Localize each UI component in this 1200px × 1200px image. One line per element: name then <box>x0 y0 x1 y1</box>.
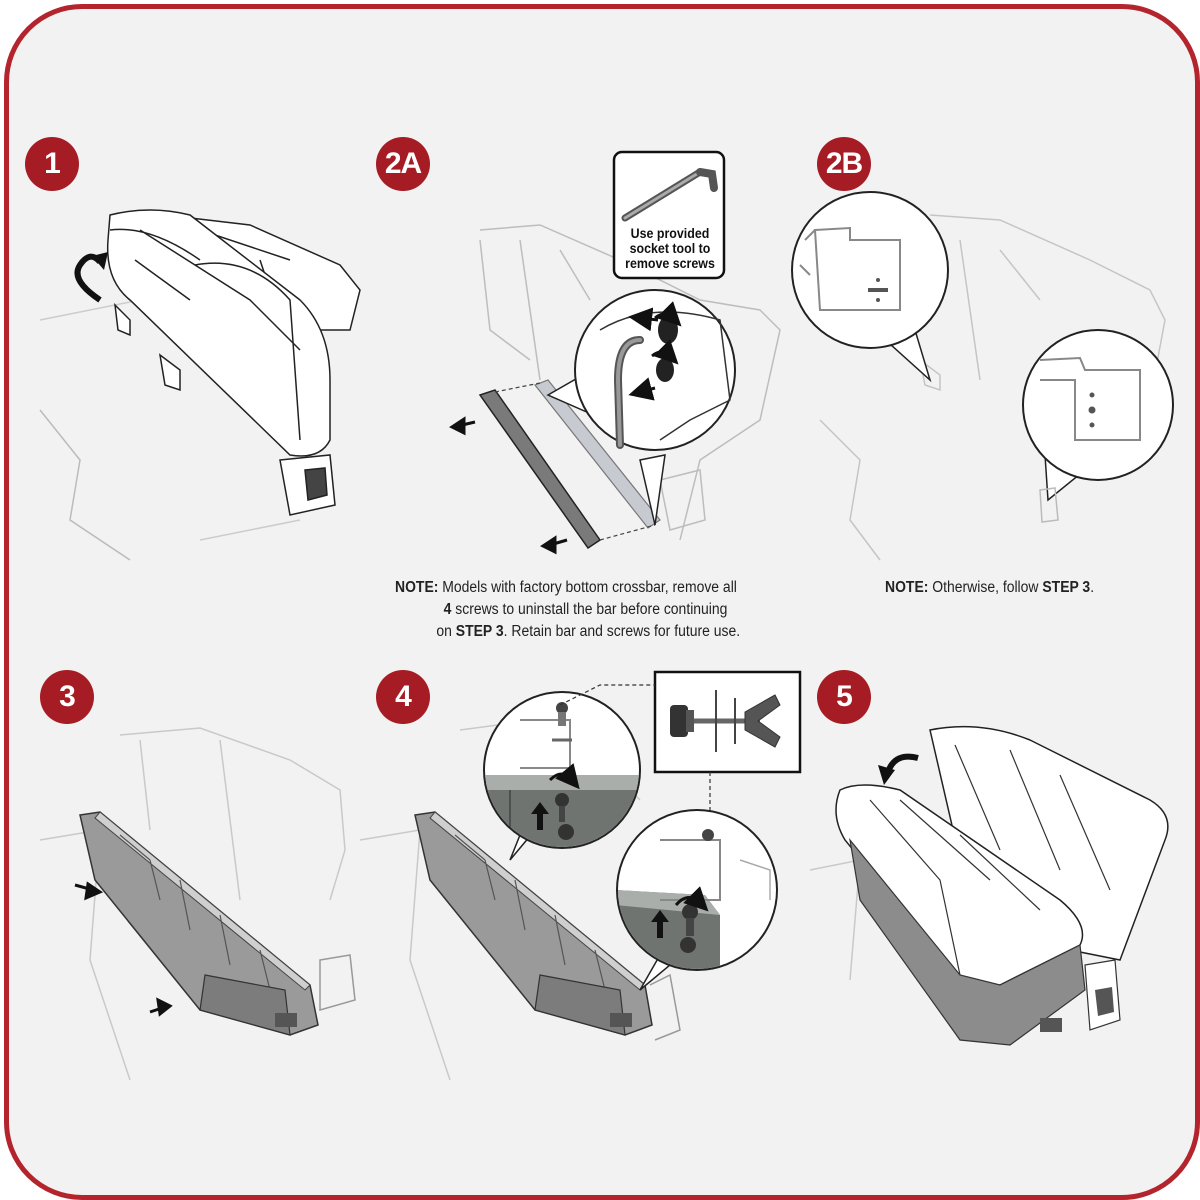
note-2a-text-2: screws to uninstall the bar before conti… <box>455 601 728 618</box>
pull-arrows <box>449 416 568 555</box>
step-badge-4: 4 <box>376 670 430 724</box>
step-badge-2a: 2A <box>376 137 430 191</box>
note-2b-text: Otherwise, follow <box>932 579 1039 596</box>
note-2a-prefix: NOTE: <box>395 579 439 596</box>
screw-detail-magnifier <box>546 289 736 526</box>
bracket-detail-magnifier-bottom <box>1022 329 1174 523</box>
storage-tray-installed <box>414 811 681 1041</box>
note-2a-count: 4 <box>443 601 452 618</box>
note-2a-step-ref: STEP 3 <box>455 623 504 640</box>
crossbar <box>478 379 661 550</box>
note-2a-text-3-rest: . Retain bar and screws for future use. <box>503 623 741 640</box>
note-step-2a: NOTE: Models with factory bottom crossba… <box>395 577 740 643</box>
socket-tool-callout <box>612 150 726 280</box>
step-badge-3: 3 <box>40 670 94 724</box>
step1-illustration <box>39 209 361 561</box>
note-2a-line-1: NOTE: Models with factory bottom crossba… <box>395 577 740 599</box>
note-2a-text-1: Models with factory bottom crossbar, rem… <box>442 579 737 596</box>
note-2b-prefix: NOTE: <box>885 579 929 596</box>
callout-line-2: socket tool to <box>629 241 711 256</box>
step5-illustration <box>809 725 1169 1046</box>
note-2b-step-ref: STEP 3 <box>1042 579 1091 596</box>
storage-tray <box>79 811 319 1036</box>
socket-tool-instruction: Use provided socket tool to remove screw… <box>618 226 721 271</box>
note-2a-line-3: on STEP 3. Retain bar and screws for fut… <box>395 621 740 643</box>
note-2b-end: . <box>1090 579 1095 596</box>
step-badge-1: 1 <box>25 137 79 191</box>
note-2b-line: NOTE: Otherwise, follow STEP 3. <box>885 577 1094 599</box>
step-badge-2b: 2B <box>817 137 871 191</box>
bolt-detail-magnifier-top <box>483 691 641 861</box>
bolt-detail-magnifier-bottom <box>616 809 778 991</box>
note-2a-text-3-pre: on <box>436 623 452 640</box>
callout-line-3: remove screws <box>625 256 715 271</box>
bracket-detail-magnifier-top <box>791 191 949 383</box>
push-arrows <box>74 881 173 1017</box>
callout-line-1: Use provided <box>630 226 710 241</box>
step-badge-5: 5 <box>817 670 871 724</box>
note-2a-line-2: 4 screws to uninstall the bar before con… <box>395 599 740 621</box>
wingnut-callout <box>559 670 802 835</box>
note-step-2b: NOTE: Otherwise, follow STEP 3. <box>885 577 1094 599</box>
step2a-illustration <box>479 224 781 541</box>
